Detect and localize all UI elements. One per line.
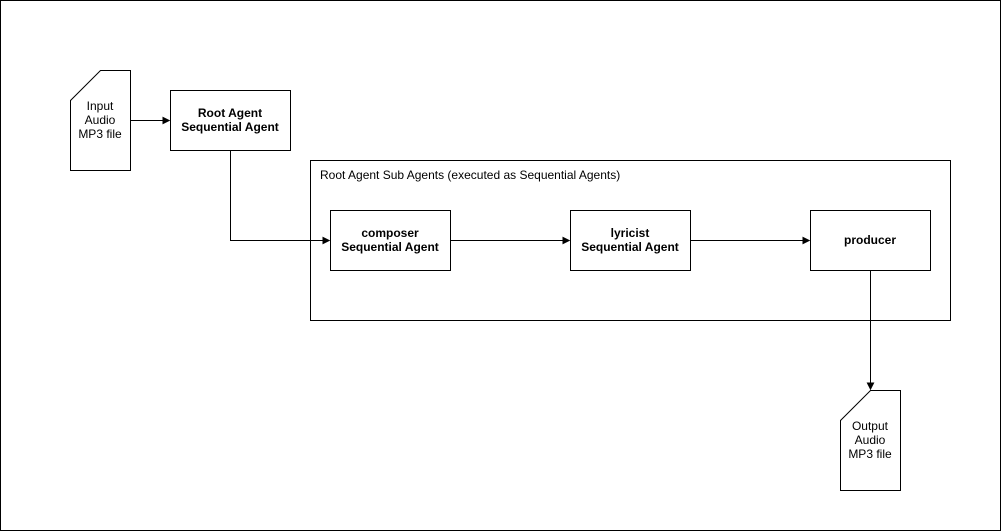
producer-box (810, 210, 931, 271)
output-file-label: Output Audio MP3 file (848, 419, 892, 461)
input-file-label: Input Audio MP3 file (78, 99, 122, 141)
lyricist-box (570, 210, 691, 271)
output-file-shape (840, 390, 901, 491)
producer-label: producer (843, 233, 896, 247)
root-agent-box (170, 90, 291, 151)
composer-label: composer Sequential Agent (341, 226, 439, 254)
input-file-shape (70, 70, 131, 171)
arrow-root-to-composer (230, 150, 331, 245)
sub-agents-group-title: Root Agent Sub Agents (executed as Seque… (320, 168, 621, 182)
lyricist-label: lyricist Sequential Agent (581, 226, 679, 254)
root-agent-label: Root Agent Sequential Agent (181, 106, 279, 134)
